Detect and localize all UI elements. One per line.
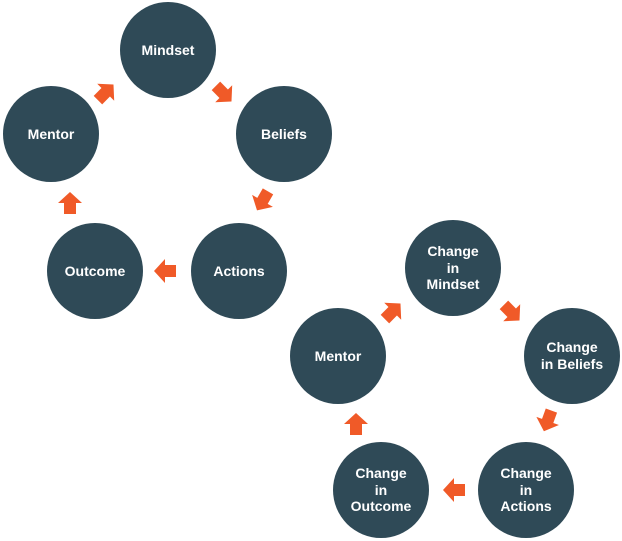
arrow-mindset-to-beliefs <box>211 81 233 103</box>
node-outcome: Outcome <box>47 223 143 319</box>
node-beliefs: Beliefs <box>236 86 332 182</box>
node-change-in-mindset: Change in Mindset <box>405 220 501 316</box>
node-actions: Actions <box>191 223 287 319</box>
node-mentor-1: Mentor <box>3 86 99 182</box>
arrow-outcome-to-mentor <box>58 192 82 214</box>
arrow-actions-to-outcome <box>154 259 176 283</box>
arrow-mentor-to-mindset <box>93 83 115 105</box>
arrow-change-in-outcome-to-mentor <box>344 413 368 435</box>
node-change-in-actions: Change in Actions <box>478 442 574 538</box>
arrow-beliefs-to-actions <box>252 188 274 211</box>
node-mindset: Mindset <box>120 2 216 98</box>
arrow-change-in-actions-to-outcome <box>443 478 465 502</box>
node-change-in-outcome: Change in Outcome <box>333 442 429 538</box>
node-change-in-beliefs: Change in Beliefs <box>524 308 620 404</box>
arrow-change-in-beliefs-to-actions <box>536 408 559 432</box>
node-mentor-2: Mentor <box>290 308 386 404</box>
arrow-mentor-to-change-in-mindset <box>380 302 402 324</box>
arrow-change-in-mindset-to-beliefs <box>499 300 521 322</box>
